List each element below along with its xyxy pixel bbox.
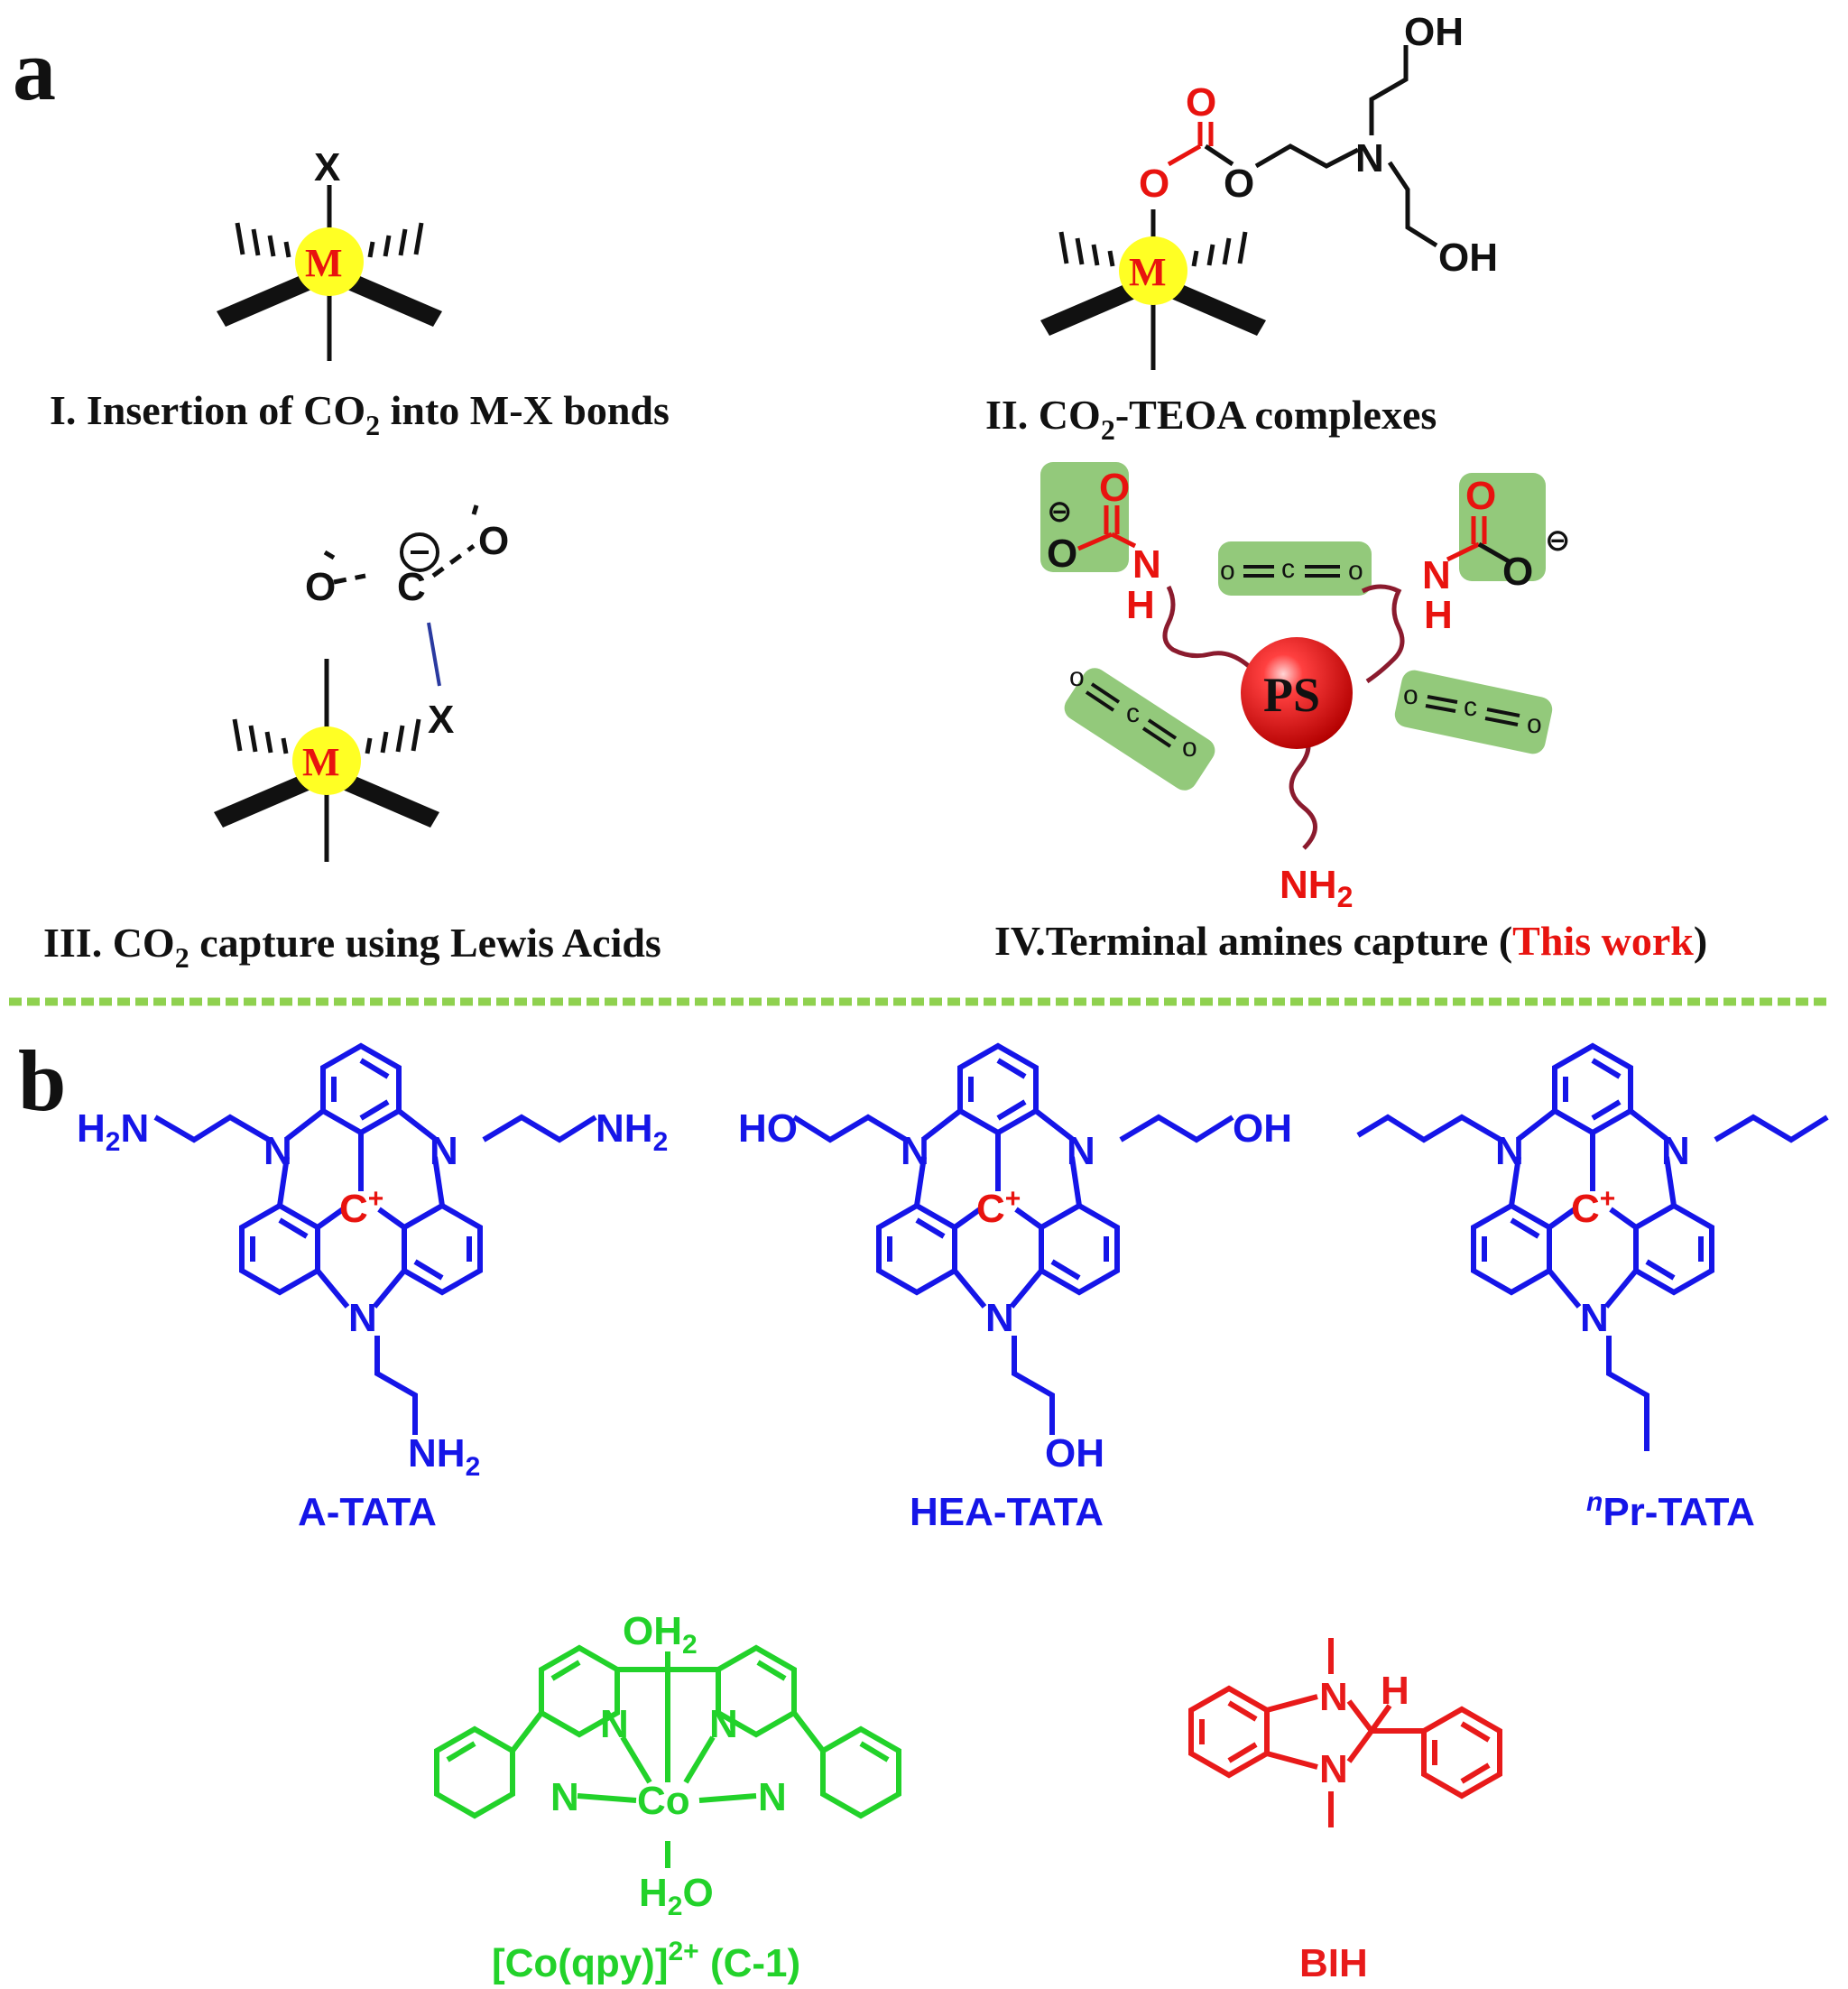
co2-text-left-c: c — [1126, 698, 1140, 728]
atom-o-left: O — [305, 565, 336, 609]
tata-cation: C+ — [1571, 1184, 1615, 1231]
atom-o-carb-right-top: O — [1465, 474, 1496, 518]
tata-n-bottom: N — [348, 1296, 377, 1340]
co2-text-left-o: o — [1182, 733, 1197, 763]
co2-text-right: o — [1403, 680, 1418, 710]
hea-tata-left-group: HO — [738, 1106, 798, 1151]
co2-text-right-o: o — [1527, 709, 1542, 739]
atom-h-right: H — [1424, 593, 1453, 637]
ps-label: PS — [1263, 668, 1320, 722]
bih-h: H — [1381, 1669, 1409, 1713]
tata-cation: C+ — [976, 1184, 1021, 1231]
bih-n2: N — [1319, 1747, 1348, 1791]
atom-o-right: O — [478, 519, 509, 563]
atom-n-teoa: N — [1355, 136, 1384, 180]
co2-text-mid-c: c — [1281, 554, 1295, 584]
tata-n-left: N — [901, 1129, 929, 1173]
c1-bottom-ligand: H2O — [639, 1871, 714, 1921]
atom-oh-bottom: OH — [1438, 236, 1498, 280]
hea-tata-name: HEA-TATA — [910, 1490, 1104, 1534]
ps-sphere — [1241, 637, 1353, 749]
bih-name: BIH — [1299, 1941, 1368, 1985]
metal-center — [295, 227, 364, 296]
c1-n4: N — [758, 1775, 787, 1819]
atom-metal-II: M — [1129, 250, 1167, 294]
tata-n-right: N — [1067, 1129, 1095, 1173]
co2-box-left — [1040, 462, 1129, 572]
c1-n3: N — [550, 1775, 579, 1819]
hash-bond-right — [352, 222, 424, 259]
atom-c-center: C — [397, 565, 426, 609]
hea-tata-structure: N N N C+ — [876, 1042, 1120, 1340]
atom-n-right: N — [1422, 553, 1451, 597]
structure-III: O C O X M — [214, 504, 509, 862]
atom-h-left: H — [1126, 583, 1155, 627]
atom-o-carb-right: O — [1502, 550, 1533, 594]
panel-b-label: b — [18, 1032, 66, 1129]
tata-n-bottom: N — [1580, 1296, 1609, 1340]
atom-o-carb-left: O — [1047, 532, 1077, 576]
minus-right: ⊖ — [1545, 523, 1571, 558]
caption-I: I. Insertion of CO2 into M-X bonds — [50, 387, 670, 441]
a-tata-right-group: NH2 — [596, 1106, 668, 1157]
co2-box-mid — [1218, 541, 1372, 596]
co2-box-right — [1459, 473, 1546, 581]
structure-IV: o c o o c o o c o — [1040, 462, 1571, 913]
structure-I: X M — [217, 145, 442, 361]
hea-tata-bottom-group: OH — [1045, 1431, 1104, 1476]
atom-nh2-bottom: NH2 — [1280, 863, 1353, 913]
this-work-highlight: This work — [1512, 918, 1694, 964]
atom-n-left: N — [1132, 542, 1161, 587]
tata-cation: C+ — [339, 1184, 383, 1231]
bih-structure — [1188, 1638, 1502, 1827]
c1-metal: Co — [637, 1779, 690, 1823]
atom-x-III: X — [428, 698, 454, 742]
tata-n-bottom: N — [985, 1296, 1014, 1340]
co2-text-right-c: c — [1464, 692, 1477, 722]
c1-n2: N — [709, 1702, 738, 1746]
atom-x: X — [314, 145, 340, 190]
a-tata-bottom-group: NH2 — [408, 1431, 480, 1482]
npr-tata-name: nPr-TATA — [1586, 1487, 1755, 1534]
hash-bond-left — [235, 222, 307, 259]
c1-n1: N — [600, 1702, 629, 1746]
npr-tata-structure: N N N C+ — [1471, 1042, 1714, 1340]
a-tata-structure: N N N C+ — [239, 1042, 483, 1340]
a-tata-name: A-TATA — [298, 1490, 437, 1534]
atom-o-carb-left-top: O — [1099, 466, 1130, 510]
panel-a-label: a — [13, 22, 56, 118]
atom-o-ester: O — [1224, 162, 1254, 206]
atom-metal: M — [305, 241, 343, 285]
co2-text-left: o — [1069, 662, 1085, 692]
c1-top-ligand: OH2 — [623, 1609, 698, 1660]
caption-II: II. CO2-TEOA complexes — [985, 392, 1437, 446]
co2-box-lower-right — [1394, 670, 1553, 754]
atom-oh-top: OH — [1404, 10, 1464, 54]
tata-n-left: N — [1495, 1129, 1524, 1173]
minus-left: ⊖ — [1047, 495, 1073, 529]
atom-o-carbonyl: O — [1186, 80, 1216, 125]
a-tata-left-group: H2N — [77, 1106, 149, 1157]
hea-tata-right-group: OH — [1233, 1106, 1292, 1151]
c1-name: [Co(qpy)]2+ (C-1) — [492, 1937, 800, 1985]
c1-structure — [434, 1644, 901, 1868]
bih-n1: N — [1319, 1675, 1348, 1719]
tata-n-right: N — [430, 1129, 458, 1173]
structure-II: M O O O N OH OH — [1040, 10, 1498, 370]
co2-text-mid: o — [1220, 556, 1235, 586]
tata-n-right: N — [1661, 1129, 1690, 1173]
atom-o-bound: O — [1139, 162, 1169, 206]
caption-III: III. CO2 capture using Lewis Acids — [43, 920, 661, 974]
tata-n-left: N — [263, 1129, 292, 1173]
co2-text-mid-o: o — [1348, 556, 1363, 586]
caption-IV: IV.Terminal amines capture (This work) — [994, 918, 1707, 964]
co2-box-lower-left — [1064, 668, 1215, 791]
atom-metal-III: M — [302, 740, 340, 784]
